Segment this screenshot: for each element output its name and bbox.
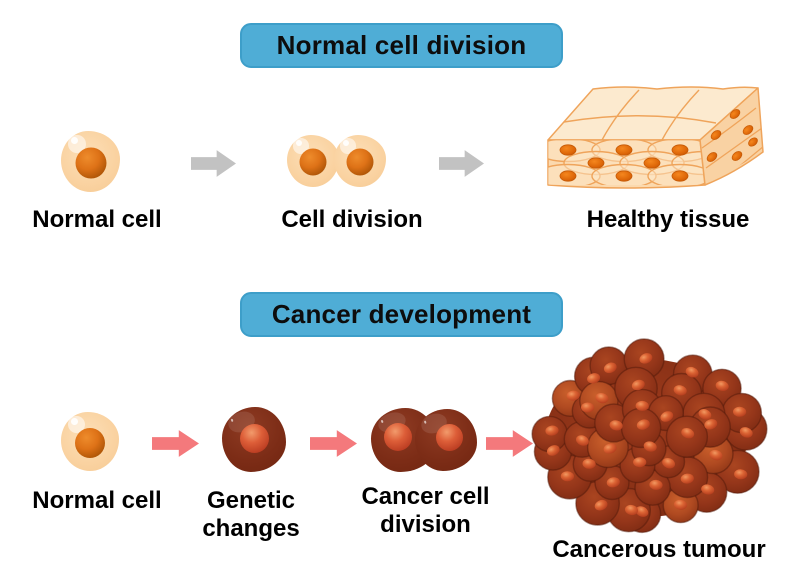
cell-nucleus <box>384 423 413 452</box>
healthy-tissue-label: Healthy tissue <box>586 206 750 233</box>
cell-nucleus <box>75 147 106 179</box>
right-arrow-icon <box>486 430 533 457</box>
cell-division-label: Cell division <box>281 206 423 233</box>
banner-normal-cell-division: Normal cell division <box>240 23 563 68</box>
cancer-division-right-cell <box>415 409 477 471</box>
normal-cell-illustration <box>61 412 119 471</box>
normal-cell-illustration <box>61 131 120 192</box>
cancer-cell-division-label: Cancer cell division <box>361 483 490 539</box>
cell-highlight <box>67 415 86 434</box>
genetic-changes-cell <box>222 407 286 472</box>
banner-normal-label: Normal cell division <box>276 30 527 60</box>
right-arrow-icon <box>310 430 357 457</box>
cell-nucleus <box>436 423 464 451</box>
cancerous-tumour-illustration <box>531 338 768 534</box>
right-arrow-icon <box>191 150 236 177</box>
right-arrow-icon <box>152 430 199 457</box>
cell-division-left-cell <box>287 135 339 187</box>
normal-cell-label: Normal cell <box>32 206 162 233</box>
right-arrow-icon <box>439 150 484 177</box>
normal-cell-label: Normal cell <box>32 487 162 514</box>
banner-cancer-development: Cancer development <box>240 292 563 337</box>
cell-highlight <box>68 134 86 153</box>
cell-nucleus <box>299 148 327 176</box>
banner-cancer-label: Cancer development <box>271 299 532 329</box>
cell-nucleus <box>239 423 269 453</box>
cancerous-tumour-label: Cancerous tumour <box>552 536 766 563</box>
healthy-tissue-illustration <box>547 86 764 189</box>
cell-nucleus <box>75 427 105 458</box>
genetic-changes-label: Genetic changes <box>202 487 300 543</box>
cell-division-right-cell <box>334 135 386 187</box>
cell-nucleus <box>346 148 374 176</box>
